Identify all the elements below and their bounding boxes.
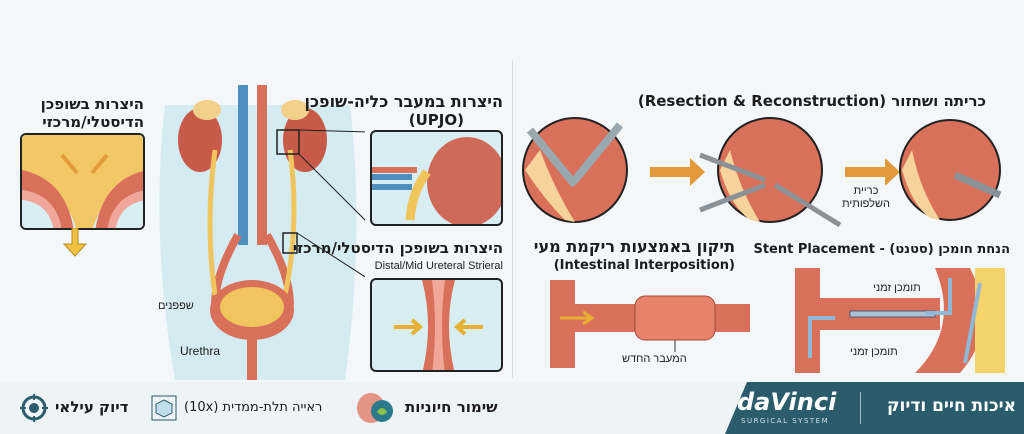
target-icon — [20, 394, 48, 422]
footer-bar: דיוק עילאי ראייה תלת-ממדית (10x) שימור ח… — [0, 382, 1024, 434]
intestinal-label: המעבר החדש — [622, 353, 687, 365]
step-3-circle — [899, 119, 1002, 221]
label-urethra: Urethra — [180, 344, 221, 358]
resection-label: כריית השלפותית — [841, 185, 890, 210]
stent-placement-illustration — [795, 268, 1005, 373]
intestinal-subtitle: (Intestinal Interposition) — [553, 258, 735, 273]
mid-ureter-inset — [370, 278, 503, 372]
davinci-banner: daVinci SURGICAL SYSTEM איכות חיים ודיוק — [725, 382, 1024, 434]
upjo-inset — [370, 130, 503, 226]
panel-divider — [512, 60, 513, 378]
step-1-circle — [522, 117, 628, 223]
banner-divider — [860, 392, 861, 424]
mid-ureter-title: היצרות בשופכן הדיסטלי/מרכזי — [292, 239, 503, 257]
intestinal-title: תיקון באמצעות ריקמת מעי — [533, 237, 735, 256]
organ-preservation-icon — [357, 393, 393, 423]
step-2-circle — [699, 117, 842, 228]
feature-vitality-preservation: שימור חיוניות — [405, 398, 498, 416]
brand-logo: daVinci — [737, 388, 837, 416]
stent-label-top: תומכן זמני — [873, 282, 921, 294]
distal-inset-illustration — [22, 135, 143, 228]
feature-precision: דיוק עילאי — [55, 398, 129, 416]
resection-steps-illustration — [522, 117, 1002, 228]
resection-title: כריתה ושחזור (Resection & Reconstruction… — [637, 92, 986, 110]
label-bladder: שפפנים — [158, 300, 194, 312]
3d-cube-icon — [151, 395, 177, 421]
distal-inset — [20, 133, 145, 230]
tagline: איכות חיים ודיוק — [886, 396, 1016, 416]
stent-label-bottom: תומכן זמני — [850, 346, 898, 358]
distal-title: היצרות בשופכן הדיסטלי/מרכזי — [40, 95, 144, 131]
upjo-subtitle: (UPJO) — [408, 111, 464, 129]
urinary-system-illustration — [159, 85, 365, 380]
mid-ureter-subtitle: Distal/Mid Ureteral Strieral — [374, 260, 503, 272]
stent-title: הנחת חומכן (סטנט) - Stent Placement — [753, 242, 1010, 257]
brand-subtitle: SURGICAL SYSTEM — [741, 417, 830, 425]
feature-3d-vision: ראייה תלת-ממדית (10x) — [184, 400, 323, 415]
intestinal-interposition-illustration — [550, 280, 750, 368]
down-arrow-icon — [62, 228, 88, 257]
upjo-title: היצרות במעבר כליה-שופכן — [304, 92, 503, 111]
